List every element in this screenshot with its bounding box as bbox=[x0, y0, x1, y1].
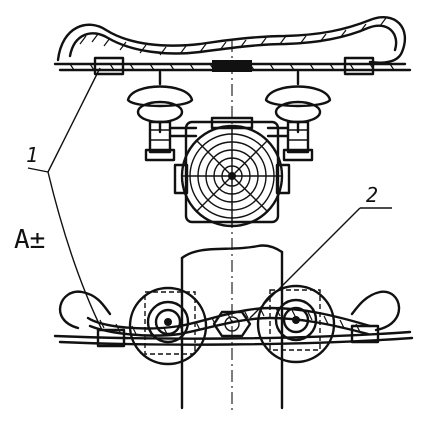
roller-pulley-right bbox=[256, 284, 336, 364]
bottom-right-clamp bbox=[350, 324, 380, 344]
top-right-clamp bbox=[343, 56, 375, 76]
center-hex-nut bbox=[212, 310, 252, 338]
top-center-clamp bbox=[212, 60, 252, 72]
bottom-left-clamp bbox=[96, 328, 126, 348]
callout-1-label: 1 bbox=[26, 143, 38, 167]
callout-2-label: 2 bbox=[366, 183, 378, 207]
traction-motor-icon bbox=[173, 116, 291, 228]
callout-2-leader bbox=[249, 207, 392, 319]
bell-insulator-right bbox=[264, 70, 332, 162]
bottom-messenger-bar bbox=[53, 324, 414, 348]
roller-pulley-left bbox=[128, 286, 208, 366]
top-conductor-loop bbox=[56, 16, 407, 64]
top-messenger-bar bbox=[53, 56, 412, 76]
top-left-clamp bbox=[93, 56, 125, 76]
bell-insulator-left bbox=[126, 70, 194, 162]
callout-1-leaders bbox=[27, 67, 103, 331]
polarity-label: A± bbox=[14, 225, 45, 255]
